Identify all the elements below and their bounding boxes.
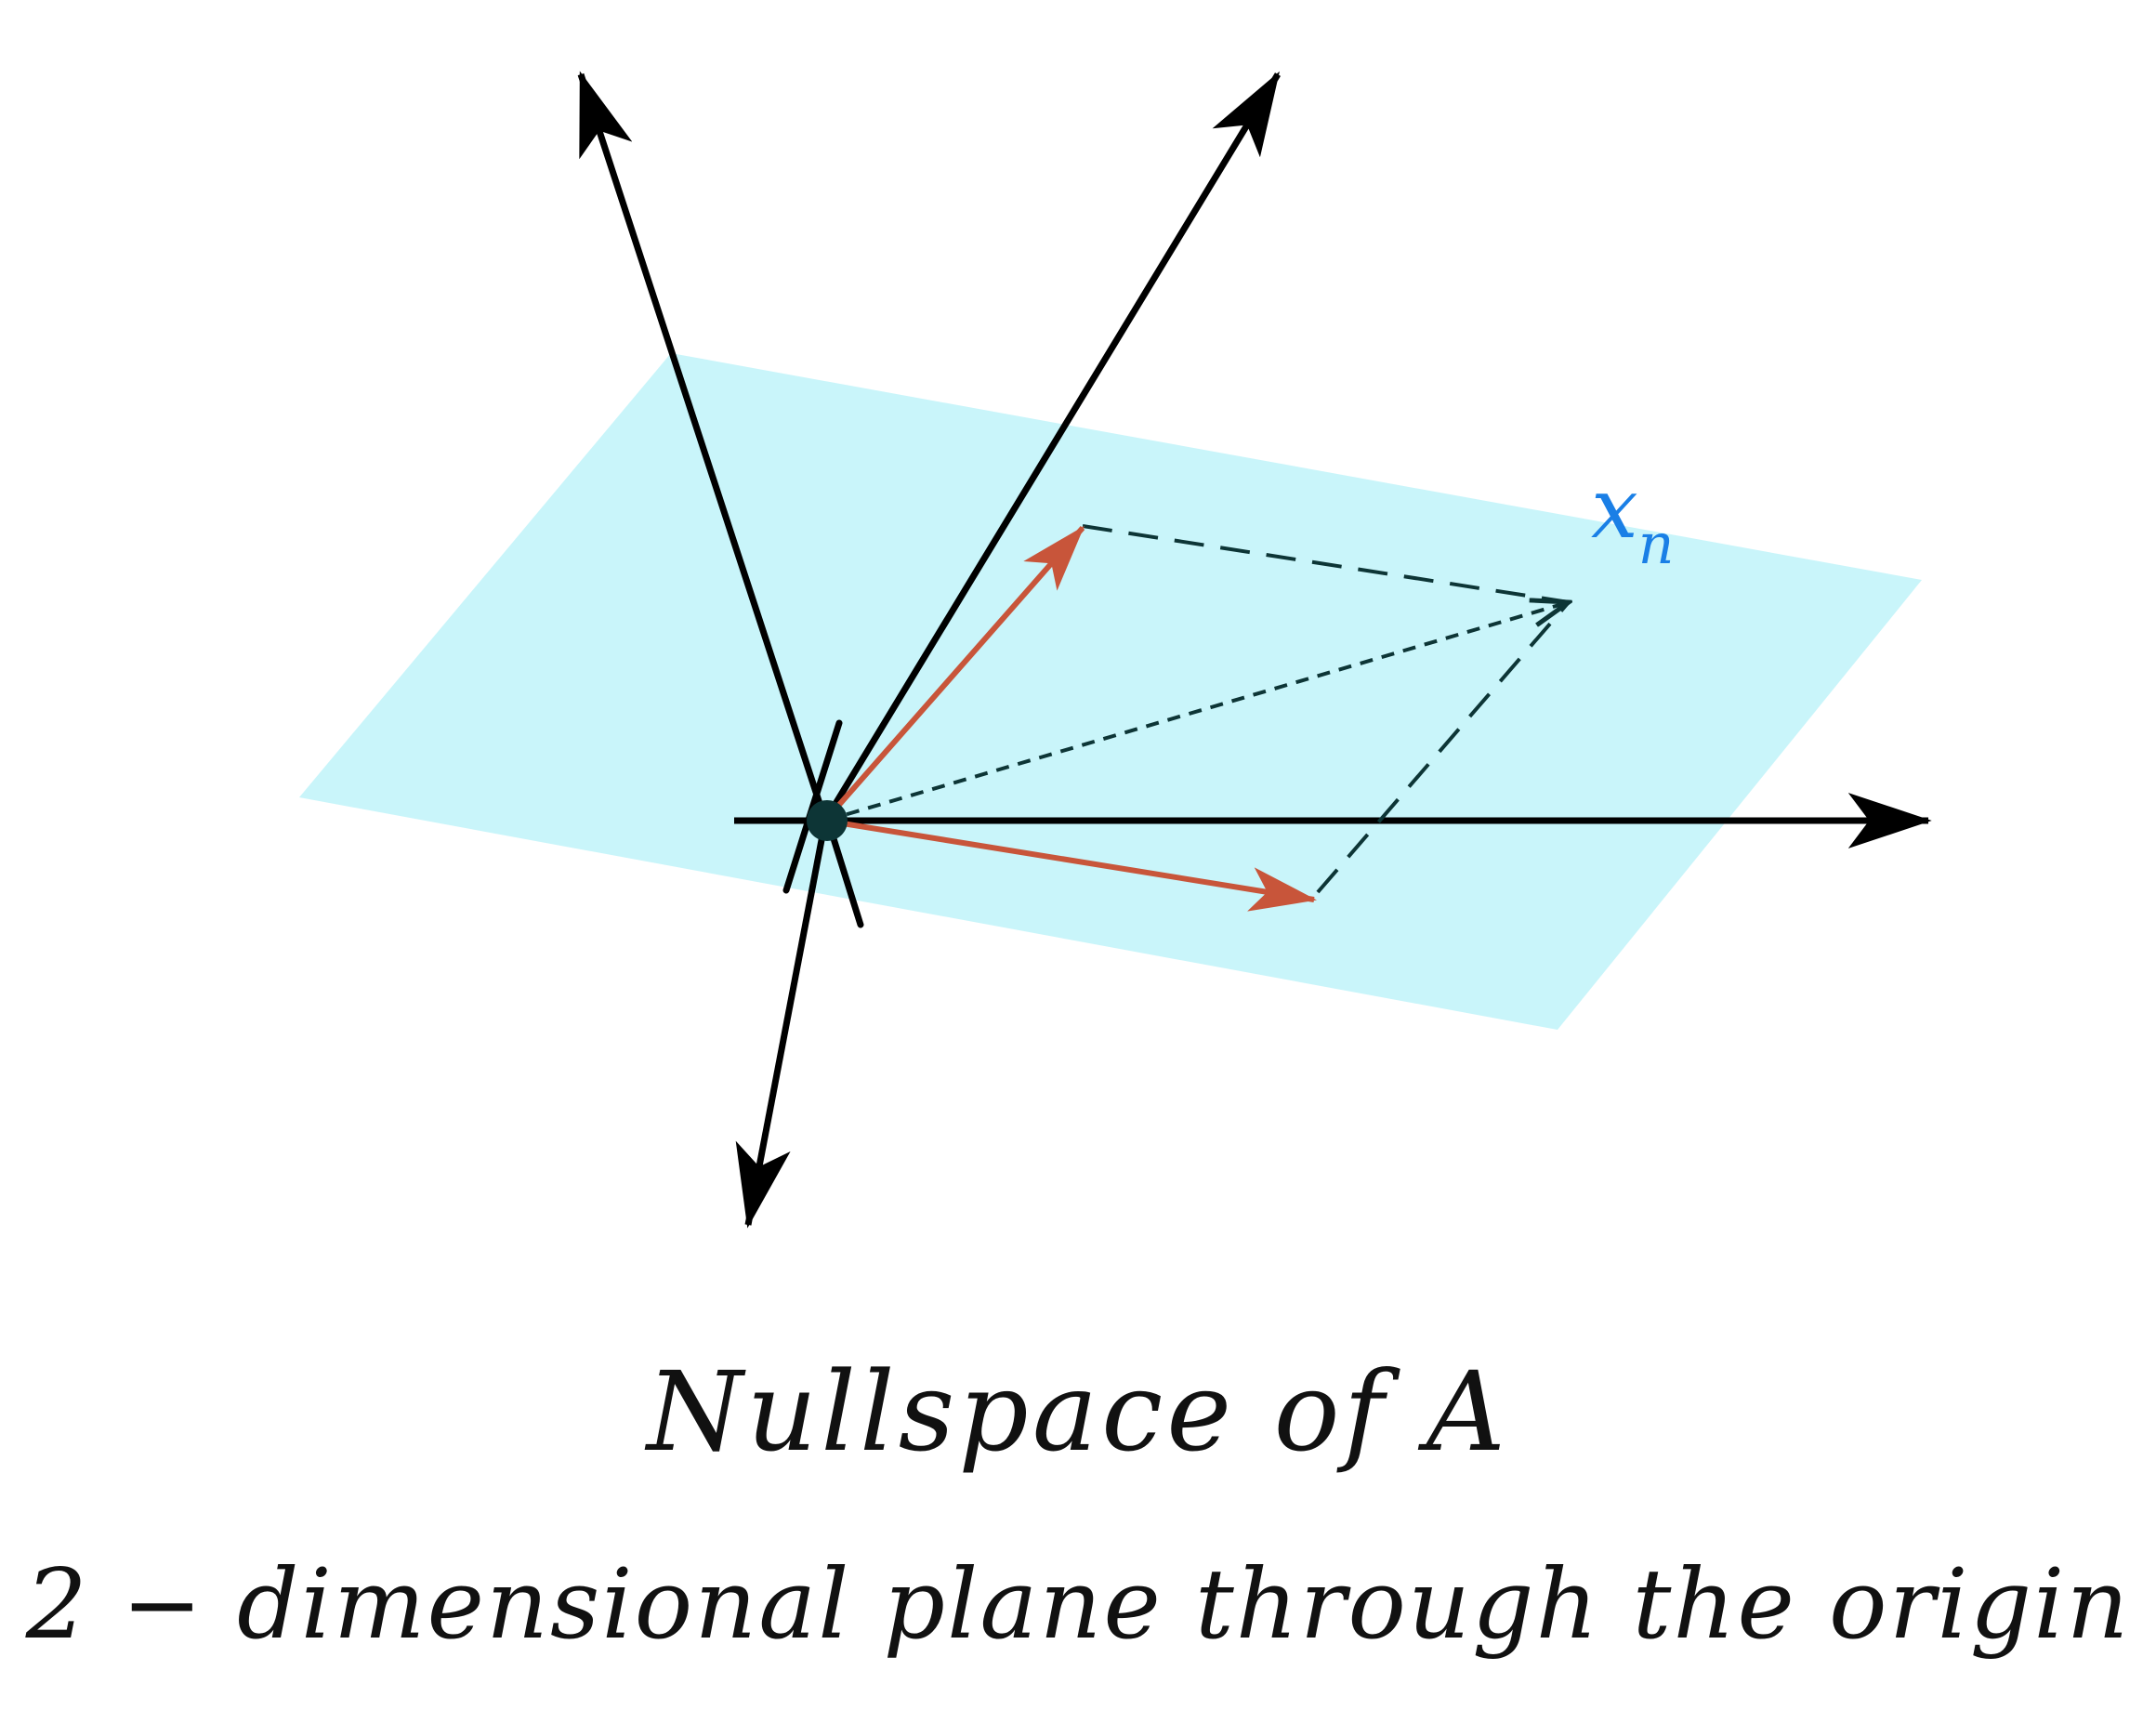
caption-title: Nullspace of A <box>646 1348 1510 1476</box>
axis-upper-left <box>577 71 829 822</box>
nullspace-plane <box>299 353 1922 1030</box>
vector-label-xn: xn <box>1591 460 1674 577</box>
axis-lower <box>735 820 829 1229</box>
basis-vector-1 <box>822 525 1085 822</box>
dashed-sum-vector <box>824 602 1569 822</box>
dashed-edge-top <box>1082 524 1570 604</box>
vector-label-subscript: n <box>1638 512 1675 577</box>
dashed-edge-right <box>1316 600 1571 894</box>
vector-label-base: x <box>1591 460 1638 558</box>
basis-vector-2 <box>824 818 1317 912</box>
origin-point <box>807 800 848 841</box>
caption-subtitle: 2 − dimensional plane through the origin <box>25 1547 2131 1661</box>
axis-upper-right <box>822 71 1281 822</box>
